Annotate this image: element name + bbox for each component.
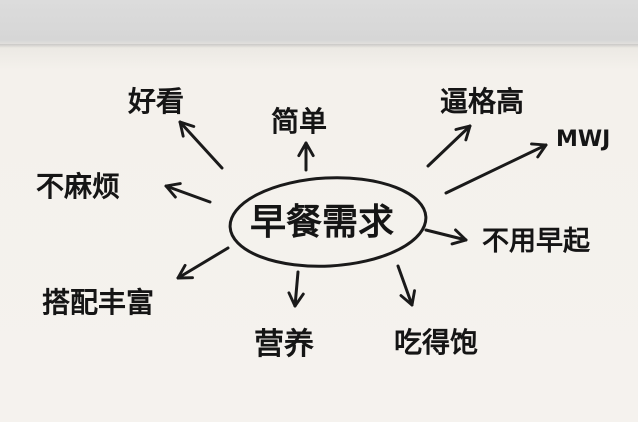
arrow-yingyang bbox=[287, 270, 305, 308]
arrow-buyongzaoqi bbox=[424, 228, 468, 246]
branch-label-mwj: MWJ bbox=[556, 127, 610, 152]
branch-label-dapei: 搭配丰富 bbox=[42, 286, 154, 319]
arrow-bimahuan bbox=[164, 182, 212, 204]
branch-label-yingyang: 营养 bbox=[254, 327, 314, 362]
branch-label-jiandan: 简单 bbox=[271, 105, 327, 138]
arrow-haokan bbox=[178, 120, 224, 170]
branch-label-bimahuan: 不麻烦 bbox=[36, 170, 120, 203]
branch-label-haokan: 好看 bbox=[127, 85, 184, 118]
paper-edge bbox=[0, 44, 638, 48]
branch-label-chidebao: 吃得饱 bbox=[394, 326, 478, 359]
center-label: 早餐需求 bbox=[250, 202, 394, 243]
arrow-chidebao bbox=[396, 264, 416, 307]
center-ellipse bbox=[228, 176, 428, 268]
arrow-mwj bbox=[444, 142, 548, 195]
branch-label-buyongzaoqi: 不用早起 bbox=[482, 226, 591, 257]
branch-label-biggao: 逼格高 bbox=[440, 85, 524, 118]
arrow-dapei bbox=[176, 246, 230, 280]
arrow-biggao bbox=[426, 124, 472, 168]
